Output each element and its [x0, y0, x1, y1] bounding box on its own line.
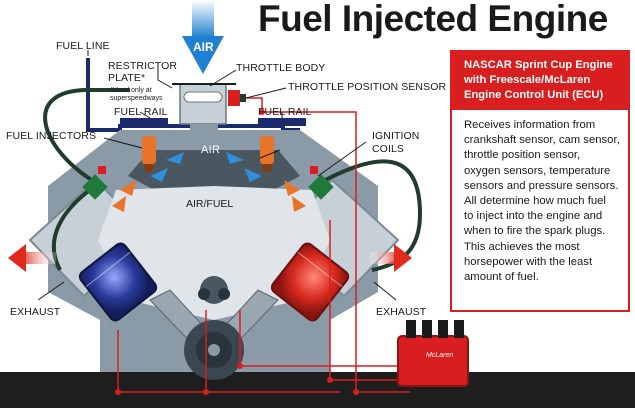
label-exhaust-right: EXHAUST — [376, 306, 427, 318]
ecu-brand-label: McLaren — [426, 352, 454, 359]
label-fuel-rail-left: FUEL RAIL — [114, 106, 168, 118]
ecu-body-line: when to fire the spark plugs. — [464, 225, 606, 238]
ecu-panel-body: Receives information from crankshaft sen… — [452, 110, 628, 285]
ecu-body-line: amount of fuel. — [464, 271, 539, 284]
label-fuel-line: FUEL LINE — [56, 40, 110, 52]
crankshaft — [184, 320, 244, 380]
ecu-body-line: to inject into the engine and — [464, 210, 603, 223]
wire-junctions — [115, 109, 359, 395]
label-air-manifold: AIR — [201, 144, 221, 156]
intake-manifold — [128, 150, 300, 196]
label-air-fuel: AIR/FUEL — [186, 198, 234, 210]
fuel-rail-left — [120, 118, 168, 126]
piston-right — [270, 242, 350, 322]
air-intake-arrow — [182, 0, 224, 74]
ecu-heading-line: Engine Control Unit (ECU) — [464, 89, 604, 101]
page-title: Fuel Injected Engine — [258, 0, 608, 39]
fuel-rail-right — [258, 118, 306, 126]
ecu-body-line: sensors and pressure sensors. — [464, 179, 619, 192]
ecu-body-line: All determine how much fuel — [464, 195, 606, 208]
ecu-body-line: horsepower with the least — [464, 255, 593, 268]
exhaust-arrow-left — [8, 244, 56, 272]
ecu-body-line: This achieves the most — [464, 240, 580, 253]
ecu-info-panel: NASCAR Sprint Cup Engine with Freescale/… — [450, 50, 630, 312]
label-air-intake: AIR — [193, 40, 214, 54]
label-throttle-body: THROTTLE BODY — [236, 62, 326, 74]
throttle-body — [172, 83, 236, 138]
ecu-body-line: throttle position sensor, — [464, 149, 581, 162]
label-fuel-rail-right: FUEL RAIL — [258, 106, 312, 118]
leader-lines — [37, 50, 397, 301]
ecu-body-line: oxygen sensors, temperature — [464, 164, 611, 177]
throttle-position-sensor — [228, 90, 246, 106]
label-exhaust-left: EXHAUST — [10, 306, 61, 318]
label-fuel-injectors: FUEL INJECTORS — [6, 130, 97, 142]
label-ignition-1: IGNITION — [372, 130, 420, 142]
label-restrictor-1: RESTRICTOR — [108, 60, 178, 72]
ignition-coil-right — [308, 174, 334, 200]
floor-bar — [0, 372, 635, 408]
label-restrictor-2: PLATE* — [108, 72, 146, 84]
fuel-injector-left — [142, 136, 156, 172]
ecu-body-line: Receives information from — [464, 119, 596, 131]
ignition-wire-left — [43, 88, 130, 186]
ecu-heading-line: NASCAR Sprint Cup Engine — [464, 59, 613, 71]
exhaust-arrow-right — [370, 244, 412, 272]
camshaft — [198, 276, 230, 304]
label-throttle-position-sensor: THROTTLE POSITION SENSOR — [288, 81, 447, 93]
ecu-box — [397, 320, 469, 387]
air-flow-arrows — [150, 152, 262, 182]
piston-left — [78, 242, 158, 322]
air-fuel-flow — [112, 180, 306, 212]
ecu-heading-line: with Freescale/McLaren — [464, 74, 591, 86]
label-restrictor-note-2: superspeedways — [110, 95, 163, 102]
label-restrictor-note-1: *Used only at — [110, 87, 152, 94]
ecu-panel-heading: NASCAR Sprint Cup Engine with Freescale/… — [452, 52, 628, 110]
label-ignition-2: COILS — [372, 143, 405, 155]
ecu-body-line: crankshaft sensor, cam sensor, — [464, 134, 620, 147]
